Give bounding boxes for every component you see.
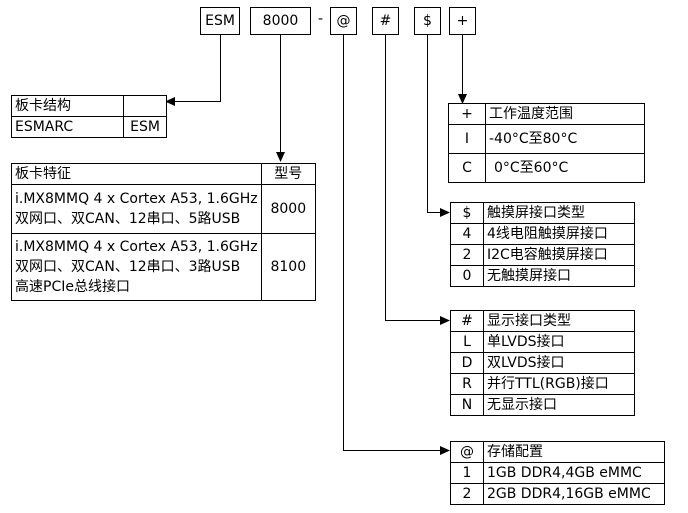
display-row: D 双LVDS接口	[450, 352, 635, 374]
code-box-display: #	[372, 7, 399, 35]
board-structure-header: 板卡结构	[11, 95, 124, 117]
board-features-col-model: 型号	[260, 163, 317, 185]
touch-header-row: $ 触摸屏接口类型	[450, 202, 635, 224]
connector-esm	[172, 35, 221, 102]
board-structure-value: ESM	[123, 116, 167, 138]
arrowhead-storage	[440, 446, 450, 455]
board-features-desc: i.MX8MMQ 4 x Cortex A53, 1.6GHz 双网口、双CAN…	[11, 233, 262, 301]
storage-header-label: 存储配置	[483, 441, 665, 463]
display-row: N 无显示接口	[450, 394, 635, 416]
code-model-label: 8000	[262, 13, 299, 29]
code-box-series: ESM	[200, 7, 240, 35]
feature-line: 高速PCIe总线接口	[15, 279, 130, 295]
touch-row: 2 I2C电容触摸屏接口	[450, 244, 635, 266]
touch-table: $ 触摸屏接口类型 4 4线电阻触摸屏接口 2 I2C电容触摸屏接口 0 无触摸…	[450, 202, 635, 287]
connector-storage	[343, 35, 443, 451]
temperature-row: C 0°C至60°C	[448, 153, 645, 183]
arrowhead-temp	[458, 94, 467, 104]
storage-label: 2GB DDR4,16GB eMMC	[483, 483, 665, 505]
touch-code: 4	[450, 223, 484, 245]
touch-label: 4线电阻触摸屏接口	[483, 223, 635, 245]
touch-row: 0 无触摸屏接口	[450, 265, 635, 287]
code-box-temp: +	[449, 7, 476, 35]
arrowhead-model	[276, 152, 285, 162]
touch-code: 2	[450, 244, 484, 266]
display-label: 并行TTL(RGB)接口	[483, 373, 635, 395]
feature-line: 双网口、双CAN、12串口、5路USB	[15, 211, 241, 227]
storage-row: 1 1GB DDR4,4GB eMMC	[450, 462, 665, 484]
code-temp-label: +	[456, 13, 469, 29]
board-structure-row: ESMARC ESM	[11, 116, 167, 138]
display-row: R 并行TTL(RGB)接口	[450, 373, 635, 395]
temperature-row: I -40°C至80°C	[448, 124, 645, 154]
board-features-row: i.MX8MMQ 4 x Cortex A53, 1.6GHz 双网口、双CAN…	[11, 233, 317, 301]
board-features-desc: i.MX8MMQ 4 x Cortex A53, 1.6GHz 双网口、双CAN…	[11, 184, 262, 234]
storage-code: 1	[450, 462, 484, 484]
temperature-label: 0°C至60°C	[485, 153, 645, 183]
arrowhead-esm	[165, 97, 175, 106]
display-label: 双LVDS接口	[483, 352, 635, 374]
storage-code: 2	[450, 483, 484, 505]
touch-row: 4 4线电阻触摸屏接口	[450, 223, 635, 245]
display-header-label: 显示接口类型	[483, 310, 635, 332]
temperature-header-label: 工作温度范围	[485, 103, 645, 125]
code-series-label: ESM	[205, 13, 235, 29]
board-structure-header-row: 板卡结构	[11, 95, 167, 117]
code-separator: -	[317, 11, 324, 27]
display-label: 无显示接口	[483, 394, 635, 416]
display-table: # 显示接口类型 L 单LVDS接口 D 双LVDS接口 R 并行TTL(RGB…	[450, 310, 635, 416]
temperature-code: I	[448, 124, 486, 154]
board-structure-table: 板卡结构 ESMARC ESM	[11, 95, 167, 138]
connector-touch	[427, 35, 443, 213]
code-touch-label: $	[423, 13, 432, 29]
touch-label: 无触摸屏接口	[483, 265, 635, 287]
display-code: D	[450, 352, 484, 374]
display-code: L	[450, 331, 484, 353]
display-code: N	[450, 394, 484, 416]
feature-line: i.MX8MMQ 4 x Cortex A53, 1.6GHz	[15, 191, 258, 207]
touch-header-label: 触摸屏接口类型	[483, 202, 635, 224]
arrowhead-display	[440, 316, 450, 325]
display-header-row: # 显示接口类型	[450, 310, 635, 332]
code-display-label: #	[379, 13, 392, 29]
temperature-code: C	[448, 153, 486, 183]
board-features-table: 板卡特征 型号 i.MX8MMQ 4 x Cortex A53, 1.6GHz …	[11, 163, 317, 301]
touch-code: 0	[450, 265, 484, 287]
board-features-col-feature: 板卡特征	[11, 163, 262, 185]
feature-line: 双网口、双CAN、12串口、3路USB	[15, 259, 241, 275]
storage-header-code: @	[450, 441, 484, 463]
code-storage-label: @	[336, 13, 351, 29]
temperature-header-code: +	[448, 103, 486, 125]
board-structure-header-value	[123, 95, 167, 117]
connector-display	[385, 35, 443, 321]
storage-row: 2 2GB DDR4,16GB eMMC	[450, 483, 665, 505]
temperature-label: -40°C至80°C	[485, 124, 645, 154]
temperature-table: + 工作温度范围 I -40°C至80°C C 0°C至60°C	[448, 103, 645, 183]
board-structure-name: ESMARC	[11, 116, 124, 138]
board-features-model: 8100	[260, 233, 317, 301]
display-code: R	[450, 373, 484, 395]
code-box-touch: $	[414, 7, 441, 35]
touch-label: I2C电容触摸屏接口	[483, 244, 635, 266]
display-label: 单LVDS接口	[483, 331, 635, 353]
touch-header-code: $	[450, 202, 484, 224]
board-features-row: i.MX8MMQ 4 x Cortex A53, 1.6GHz 双网口、双CAN…	[11, 184, 317, 234]
storage-table: @ 存储配置 1 1GB DDR4,4GB eMMC 2 2GB DDR4,16…	[450, 441, 665, 505]
board-features-model: 8000	[260, 184, 317, 234]
feature-line: i.MX8MMQ 4 x Cortex A53, 1.6GHz	[15, 239, 258, 255]
display-row: L 单LVDS接口	[450, 331, 635, 353]
storage-header-row: @ 存储配置	[450, 441, 665, 463]
code-box-model: 8000	[250, 7, 311, 35]
temperature-header-row: + 工作温度范围	[448, 103, 645, 125]
storage-label: 1GB DDR4,4GB eMMC	[483, 462, 665, 484]
code-box-storage: @	[330, 7, 357, 35]
board-features-header-row: 板卡特征 型号	[11, 163, 317, 185]
display-header-code: #	[450, 310, 484, 332]
arrowhead-touch	[440, 208, 450, 217]
